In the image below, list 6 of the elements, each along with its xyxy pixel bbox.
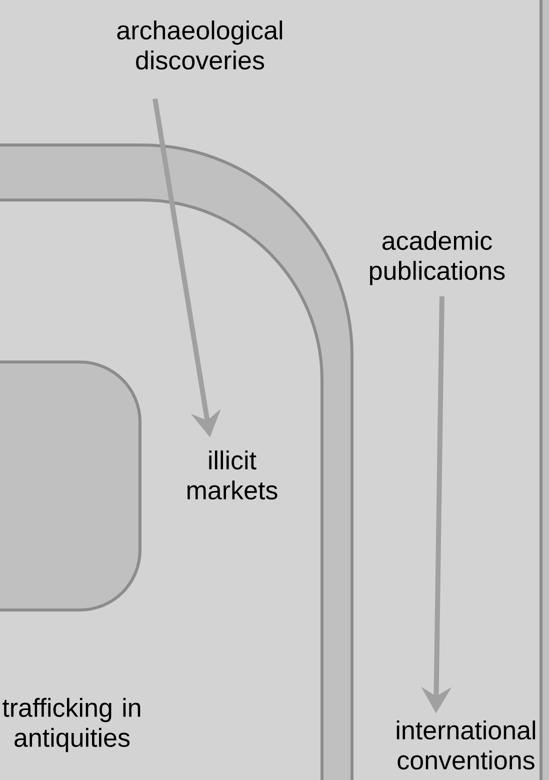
rounded-band [0, 360, 142, 612]
label-text: academic publications [370, 230, 505, 286]
label-text: trafficking in antiquities [2, 698, 140, 752]
label-text: international conventions [396, 720, 536, 770]
label-text: archaeological discoveries [117, 20, 282, 70]
label-text: illicit markets [188, 450, 278, 500]
